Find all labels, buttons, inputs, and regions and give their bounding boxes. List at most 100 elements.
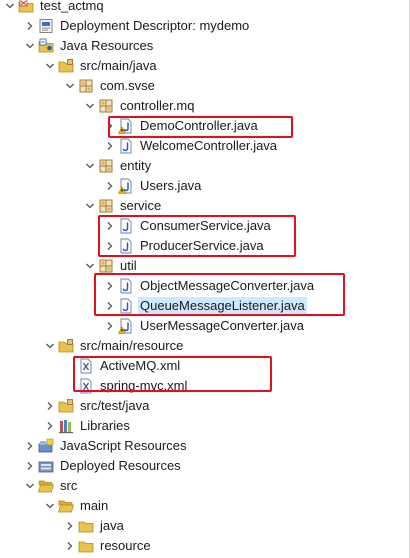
- package-icon: [98, 258, 114, 274]
- tree-item-com-svse[interactable]: com.svse: [0, 76, 410, 96]
- tree-item-entity[interactable]: entity: [0, 156, 410, 176]
- tree-item-resource[interactable]: resource: [0, 536, 410, 556]
- source-folder-icon: [58, 58, 74, 74]
- chevron-down-icon[interactable]: [44, 496, 56, 516]
- tree-item-users[interactable]: Users.java: [0, 176, 410, 196]
- tree-item-src[interactable]: src: [0, 476, 410, 496]
- java-file-icon: [118, 278, 134, 294]
- tree-item-label: ObjectMessageConverter.java: [140, 278, 315, 293]
- tree-item-queuemessagelistener[interactable]: QueueMessageListener.java: [0, 296, 410, 316]
- package-icon: [98, 198, 114, 214]
- chevron-down-icon[interactable]: [84, 256, 96, 276]
- tree-item-label: JavaScript Resources: [60, 438, 187, 453]
- tree-item-label: test_actmq: [40, 0, 104, 13]
- tree-item-label: controller.mq: [120, 98, 195, 113]
- tree-item-src-main-resource[interactable]: src/main/resource: [0, 336, 410, 356]
- source-folder-icon: [58, 398, 74, 414]
- chevron-right-icon[interactable]: [104, 216, 116, 236]
- tree-item-label: src: [60, 478, 78, 493]
- tree-item-label: main: [80, 498, 109, 513]
- tree-item-label: Java Resources: [60, 38, 154, 53]
- tree-item-src-main-java[interactable]: src/main/java: [0, 56, 410, 76]
- tree-item-controller-mq[interactable]: controller.mq: [0, 96, 410, 116]
- tree-item-label: service: [120, 198, 162, 213]
- tree-item-src-test-java[interactable]: src/test/java: [0, 396, 410, 416]
- tree-item-label: WelcomeController.java: [140, 138, 278, 153]
- tree-item-label: src/main/java: [80, 58, 157, 73]
- chevron-down-icon[interactable]: [24, 36, 36, 56]
- tree-item-label: Libraries: [80, 418, 130, 433]
- java-file-icon: [118, 298, 134, 314]
- tree-item-activemq-xml[interactable]: ActiveMQ.xml: [0, 356, 410, 376]
- tree-item-usermessageconverter[interactable]: UserMessageConverter.java: [0, 316, 410, 336]
- chevron-right-icon[interactable]: [104, 176, 116, 196]
- tree-item-welcomecontroller[interactable]: WelcomeController.java: [0, 136, 410, 156]
- tree-item-label: resource: [100, 538, 151, 553]
- chevron-right-icon[interactable]: [64, 536, 76, 556]
- tree-item-service[interactable]: service: [0, 196, 410, 216]
- chevron-right-icon[interactable]: [104, 136, 116, 156]
- tree-item-label: Deployed Resources: [60, 458, 181, 473]
- folder-open-icon: [58, 498, 74, 514]
- tree-item-label: entity: [120, 158, 152, 173]
- java-file-warning-icon: [118, 118, 134, 134]
- chevron-down-icon[interactable]: [64, 76, 76, 96]
- tree-item-label: DemoController.java: [140, 118, 258, 133]
- chevron-down-icon[interactable]: [84, 96, 96, 116]
- tree-item-label: com.svse: [100, 78, 155, 93]
- chevron-down-icon[interactable]: [44, 56, 56, 76]
- chevron-down-icon[interactable]: [44, 336, 56, 356]
- chevron-down-icon[interactable]: [84, 196, 96, 216]
- chevron-right-icon[interactable]: [104, 296, 116, 316]
- tree-item-label: UserMessageConverter.java: [140, 318, 305, 333]
- java-file-warning-icon: [118, 178, 134, 194]
- package-icon: [78, 78, 94, 94]
- tree-item-java[interactable]: java: [0, 516, 410, 536]
- chevron-right-icon[interactable]: [104, 316, 116, 336]
- tree-item-label: src/main/resource: [80, 338, 184, 353]
- tree-item-label: QueueMessageListener.java: [138, 297, 307, 315]
- java-file-warning-icon: [118, 318, 134, 334]
- tree-item-objectmessageconverter[interactable]: ObjectMessageConverter.java: [0, 276, 410, 296]
- chevron-right-icon[interactable]: [44, 416, 56, 436]
- tree-item-deployment-descriptor[interactable]: Deployment Descriptor: mydemo: [0, 16, 410, 36]
- java-file-icon: [118, 238, 134, 254]
- tree-item-spring-mvc-xml[interactable]: spring-mvc.xml: [0, 376, 410, 396]
- tree-item-label: util: [120, 258, 137, 273]
- tree-item-label: ConsumerService.java: [140, 218, 271, 233]
- tree-item-consumerservice[interactable]: ConsumerService.java: [0, 216, 410, 236]
- tree-item-javascript-resources[interactable]: JavaScript Resources: [0, 436, 410, 456]
- tree-item-label: ActiveMQ.xml: [100, 358, 181, 373]
- chevron-down-icon[interactable]: [84, 156, 96, 176]
- deployed-resources-icon: [38, 458, 54, 474]
- chevron-down-icon[interactable]: [24, 476, 36, 496]
- tree-item-util[interactable]: util: [0, 256, 410, 276]
- tree-item-test-actmq[interactable]: test_actmq: [0, 0, 410, 16]
- xml-file-icon: [78, 358, 94, 374]
- tree-item-label: Deployment Descriptor: mydemo: [60, 18, 250, 33]
- chevron-right-icon[interactable]: [24, 16, 36, 36]
- tree-item-java-resources[interactable]: Java Resources: [0, 36, 410, 56]
- tree-item-deployed-resources[interactable]: Deployed Resources: [0, 456, 410, 476]
- tree-item-label: spring-mvc.xml: [100, 378, 188, 393]
- chevron-right-icon[interactable]: [24, 456, 36, 476]
- chevron-right-icon[interactable]: [104, 276, 116, 296]
- chevron-down-icon[interactable]: [4, 0, 16, 16]
- tree-item-label: java: [100, 518, 124, 533]
- tree-item-libraries[interactable]: Libraries: [0, 416, 410, 436]
- tree-item-democontroller[interactable]: DemoController.java: [0, 116, 410, 136]
- chevron-right-icon[interactable]: [64, 516, 76, 536]
- chevron-right-icon[interactable]: [104, 116, 116, 136]
- chevron-right-icon[interactable]: [24, 436, 36, 456]
- chevron-right-icon[interactable]: [44, 396, 56, 416]
- javascript-resources-icon: [38, 438, 54, 454]
- folder-icon: [78, 518, 94, 534]
- libraries-icon: [58, 418, 74, 434]
- package-icon: [98, 98, 114, 114]
- tree-item-producerservice[interactable]: ProducerService.java: [0, 236, 410, 256]
- chevron-right-icon[interactable]: [104, 236, 116, 256]
- source-folder-icon: [58, 338, 74, 354]
- tree-item-label: ProducerService.java: [140, 238, 264, 253]
- tree-item-main[interactable]: main: [0, 496, 410, 516]
